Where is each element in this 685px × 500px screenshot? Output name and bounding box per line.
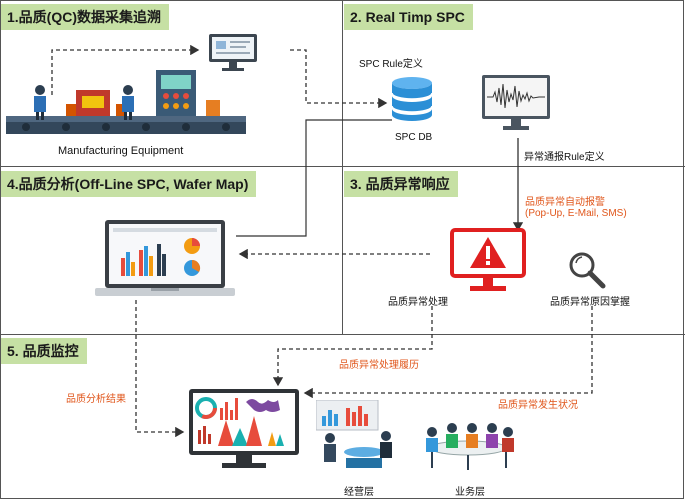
label-manufacturing: Manufacturing Equipment xyxy=(58,145,184,157)
label-abnormal-handle: 品质异常处理 xyxy=(388,297,448,308)
arrow-monitor-to-db xyxy=(290,49,388,109)
worker-figure xyxy=(34,85,46,120)
label-auto-alarm-2: (Pop-Up, E-Mail, SMS) xyxy=(525,208,627,219)
arrow-laptop-to-dashboard xyxy=(135,300,185,438)
managers-meeting-icon xyxy=(316,400,392,468)
line-db-to-laptop xyxy=(236,119,392,237)
label-occurrence-status: 品质异常发生状况 xyxy=(498,400,578,411)
arrow-handle-to-dashboard xyxy=(272,306,433,387)
arrow-cause-to-dashboard xyxy=(303,306,593,399)
label-spc-db: SPC DB xyxy=(395,132,433,143)
waveform-monitor-icon xyxy=(482,75,550,130)
worker-figure xyxy=(122,85,134,120)
divider-horizontal-1 xyxy=(0,166,685,167)
label-abnormal-rule: 异常通报Rule定义 xyxy=(524,152,605,163)
section-title-5: 5. 品质监控 xyxy=(1,338,87,364)
alert-monitor-icon xyxy=(450,228,526,291)
label-cause-grasp: 品质异常原因掌握 xyxy=(550,297,630,308)
section-title-4: 4.品质分析(Off-Line SPC, Wafer Map) xyxy=(1,171,257,197)
label-management: 经营层 xyxy=(344,487,374,498)
factory-line-icon xyxy=(6,70,246,134)
label-handle-history: 品质异常处理履历 xyxy=(339,360,419,371)
divider-horizontal-2 xyxy=(0,334,685,335)
section-title-3: 3. 品质异常响应 xyxy=(344,171,458,197)
arrow-factory-to-monitor xyxy=(51,44,200,95)
label-analysis-result: 品质分析结果 xyxy=(66,394,126,405)
label-auto-alarm-1: 品质异常自动报警 xyxy=(525,197,605,208)
database-icon xyxy=(391,77,433,121)
divider-vertical-top xyxy=(342,0,343,334)
label-business: 业务层 xyxy=(455,487,485,498)
section-title-1: 1.品质(QC)数据采集追溯 xyxy=(1,4,169,30)
monitor-icon xyxy=(209,34,257,71)
team-meeting-icon xyxy=(426,423,514,470)
magnifier-icon xyxy=(569,252,606,289)
section-title-2: 2. Real Timp SPC xyxy=(344,4,473,30)
laptop-chart-icon xyxy=(95,220,235,296)
dashboard-monitor-icon xyxy=(189,389,299,468)
label-spc-rule: SPC Rule定义 xyxy=(359,59,423,70)
